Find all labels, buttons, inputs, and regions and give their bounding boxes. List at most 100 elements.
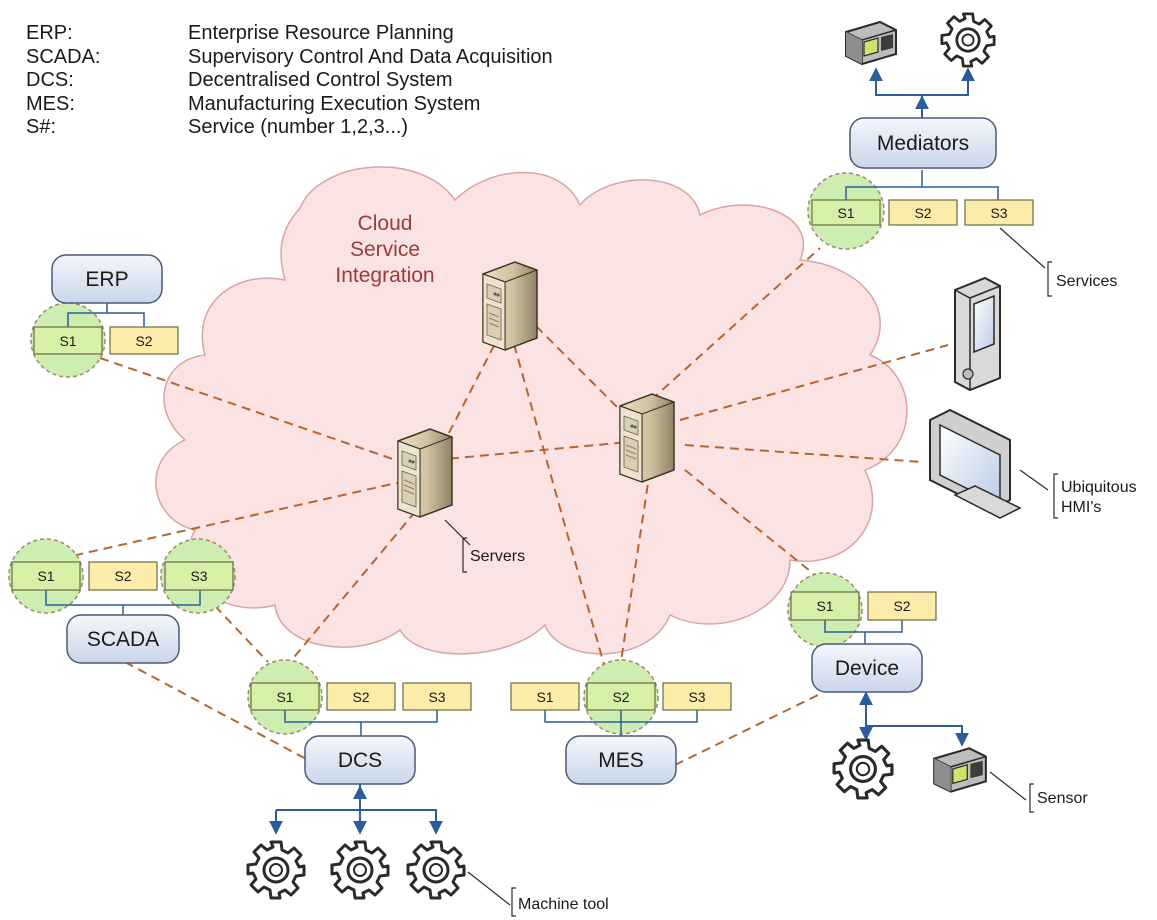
service-box-s2 [586, 682, 656, 711]
link [679, 344, 949, 421]
cloud-title-line1: Cloud [358, 212, 413, 235]
legend-abbr: SCADA: [26, 45, 101, 68]
link [639, 247, 821, 411]
legend-row: SCADA:Supervisory Control And Data Acqui… [26, 46, 553, 70]
network-links [44, 247, 949, 766]
cloud-shape [155, 166, 908, 655]
legend-abbr: ERP: [26, 22, 73, 44]
scada-node [66, 614, 180, 664]
service-label: S2 [135, 333, 152, 349]
legend: ERP:Enterprise Resource Planning SCADA:S… [26, 22, 553, 140]
mes-node [565, 735, 677, 785]
services-annotation: Services [1056, 273, 1117, 290]
legend-abbr: DCS: [26, 69, 74, 91]
service-label: S3 [428, 689, 445, 705]
dcs-label: DCS [338, 749, 382, 772]
service-label: S3 [990, 205, 1007, 221]
server-icon [397, 428, 453, 518]
link [684, 444, 923, 463]
link [619, 469, 651, 669]
service-label: S1 [37, 568, 54, 584]
link [124, 661, 309, 761]
pda-icon [954, 276, 1001, 392]
service-box-s2 [326, 682, 396, 711]
mes-group: S1 S2 S3 MES [510, 659, 732, 785]
legend-text: Decentralised Control System [188, 69, 453, 91]
link [284, 499, 426, 669]
service-box-s2 [888, 199, 958, 226]
legend-row: MES: Manufacturing Execution System [26, 93, 553, 117]
service-label: S1 [837, 205, 854, 221]
sensor-icon [845, 21, 897, 65]
gear-icon [832, 738, 894, 800]
service-label: S1 [816, 598, 833, 614]
service-box-s2 [867, 591, 937, 621]
service-box-s3 [164, 561, 234, 591]
erp-group: S1 S2 ERP [30, 254, 179, 378]
gear-icon [940, 12, 996, 68]
monitor-icon: Ubiquitous HMI's [929, 408, 1137, 519]
service-box-s2 [109, 326, 179, 355]
legend-row: S#: Service (number 1,2,3...) [26, 116, 553, 140]
service-label: S1 [276, 689, 293, 705]
legend-text: Enterprise Resource Planning [188, 22, 454, 44]
sensor-icon [933, 747, 987, 793]
gear-icon [406, 840, 466, 900]
service-box-s1 [790, 591, 860, 621]
link [44, 479, 411, 563]
hmi-annotation-line1: Ubiquitous [1061, 479, 1137, 496]
link [99, 357, 411, 466]
legend-abbr: MES: [26, 92, 75, 115]
link [674, 694, 819, 766]
hmi-annotation-line2: HMI's [1061, 499, 1101, 516]
service-label: S2 [114, 568, 131, 584]
link [509, 329, 606, 669]
mediators-label: Mediators [877, 132, 969, 155]
gear-icon [246, 840, 306, 900]
service-label: S2 [893, 598, 910, 614]
machine-tool-annotation: Machine tool [518, 896, 609, 913]
dcs-group: S1 S2 S3 DCS Machine tool [246, 659, 609, 917]
service-box-s1 [33, 326, 103, 355]
link [214, 605, 269, 663]
erp-node [51, 254, 163, 304]
sensor-annotation: Sensor [1037, 790, 1088, 807]
server-icon [619, 393, 675, 483]
scada-label: SCADA [87, 628, 159, 651]
legend-abbr: S#: [26, 116, 57, 138]
service-label: S2 [914, 205, 931, 221]
servers-annotation: Servers [470, 548, 525, 565]
link [434, 439, 651, 461]
service-box-s1 [510, 682, 580, 711]
mes-label: MES [598, 749, 644, 772]
link [684, 469, 816, 576]
device-label: Device [835, 657, 899, 680]
device-group: S1 S2 Device Sensor [787, 572, 1088, 813]
service-box-s2 [88, 561, 158, 591]
scada-group: S1 S2 S3 SCADA [8, 538, 236, 664]
service-label: S1 [59, 333, 76, 349]
service-box-s1 [11, 561, 81, 591]
service-label: S2 [612, 689, 629, 705]
service-box-s3 [662, 682, 732, 711]
server-icon [482, 261, 538, 351]
legend-text: Service (number 1,2,3...) [188, 116, 409, 138]
service-box-s1 [250, 682, 320, 711]
legend-row: DCS: Decentralised Control System [26, 69, 553, 93]
service-label: S2 [352, 689, 369, 705]
erp-label: ERP [85, 268, 128, 291]
legend-text: Manufacturing Execution System [188, 92, 481, 115]
mediators-group: S1 S2 S3 Mediators Services [807, 12, 1117, 297]
service-box-s3 [402, 682, 472, 711]
gear-icon [330, 840, 390, 900]
cloud-title-line2: Service [350, 238, 420, 261]
service-label: S3 [688, 689, 705, 705]
service-box-s1 [811, 199, 881, 226]
cloud-title-line3: Integration [335, 264, 434, 287]
service-label: S1 [536, 689, 553, 705]
service-label: S3 [190, 568, 207, 584]
service-box-s3 [964, 199, 1034, 226]
legend-row: ERP: Enterprise Resource Planning [26, 22, 553, 46]
